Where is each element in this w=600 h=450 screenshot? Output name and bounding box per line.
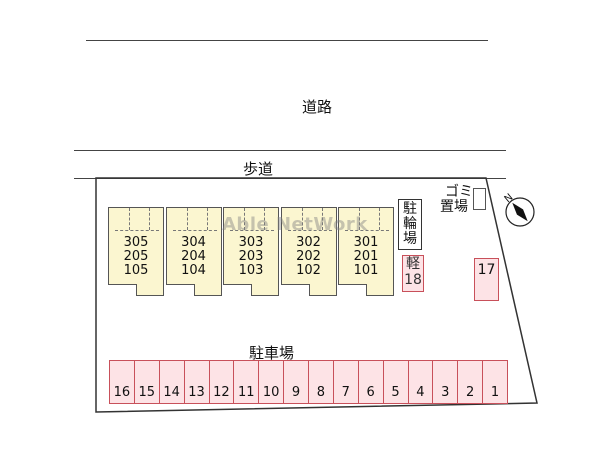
room-number: 303 (238, 235, 264, 250)
room-number: 101 (353, 263, 379, 278)
parking-slot: 10 (258, 360, 284, 404)
unit-partition (244, 208, 245, 230)
unit-partition (115, 230, 159, 231)
unit-partition (149, 208, 150, 230)
parking-slot: 7 (332, 360, 358, 404)
parking-slot: 16 (109, 360, 134, 404)
parking-slot-number: 14 (163, 385, 180, 400)
room-number: 203 (238, 249, 264, 264)
parking-slot-number: 16 (113, 385, 131, 400)
unit-entrance (280, 284, 310, 296)
unit-partition (172, 230, 217, 231)
unit-partition (287, 230, 332, 231)
garbage-box (473, 188, 486, 210)
unit-entrance (338, 284, 367, 296)
parking-slot: 6 (357, 360, 383, 404)
parking-slot: 13 (183, 360, 209, 404)
garbage-label-line2: 置場 (440, 199, 468, 215)
parking-slot-number: 13 (188, 385, 205, 400)
bicycle-parking: 駐 輪 場 (398, 199, 422, 250)
kei-parking-slot: 軽 18 (402, 255, 424, 292)
parking-slot-number: 9 (291, 385, 301, 400)
unit-partition (186, 208, 188, 230)
compass-icon: N (503, 192, 535, 227)
room-number: 302 (296, 235, 321, 250)
parking-slot: 12 (208, 360, 234, 404)
parking-slot: 8 (308, 360, 333, 404)
parking-slot-number: 4 (416, 385, 425, 400)
unit-partition (129, 208, 130, 230)
room-number: 104 (181, 263, 206, 278)
road-top-line (86, 40, 488, 41)
parking-label: 駐車場 (249, 344, 295, 362)
parking-slot-number: 8 (316, 385, 326, 400)
parking-slot-17-number: 17 (477, 262, 496, 278)
unit-partition (359, 208, 360, 230)
bicycle-parking-label-1: 駐 (403, 201, 417, 217)
parking-slot-number: 10 (262, 385, 280, 400)
room-number: 305 (123, 235, 149, 250)
parking-slot-number: 11 (238, 385, 255, 400)
sidewalk-top-line (74, 150, 506, 151)
parking-slot-number: 6 (366, 385, 375, 400)
unit-partition (379, 208, 380, 230)
room-number: 105 (123, 263, 149, 278)
parking-slot: 2 (457, 360, 483, 404)
parking-slot-number: 15 (138, 385, 156, 400)
parking-slot: 15 (133, 360, 159, 404)
room-number: 202 (296, 249, 321, 264)
parking-slot-number: 1 (490, 385, 500, 400)
parking-slot: 11 (233, 360, 259, 404)
garbage-label-line1: ゴミ (445, 184, 473, 200)
room-number: 301 (353, 235, 379, 250)
parking-slot: 3 (432, 360, 458, 404)
unit-partition (345, 230, 389, 231)
garbage-area-label: ゴミ 置場 (434, 185, 474, 215)
road-label: 道路 (302, 98, 333, 116)
room-number: 201 (353, 249, 379, 264)
unit-entrance (165, 284, 195, 296)
parking-slot-number: 12 (213, 385, 230, 400)
room-number: 205 (123, 249, 149, 264)
unit-partition (230, 230, 274, 231)
parking-slot: 9 (283, 360, 308, 404)
parking-slot: 4 (407, 360, 433, 404)
unit-entrance (108, 284, 137, 296)
unit-partition (264, 208, 265, 230)
kei-label: 軽 (406, 256, 420, 272)
unit-partition (321, 208, 323, 230)
parking-slot: 1 (482, 360, 508, 404)
parking-slot-17: 17 (474, 258, 499, 301)
sidewalk-label: 歩道 (243, 160, 274, 178)
room-number: 204 (181, 249, 206, 264)
bicycle-parking-label-3: 場 (403, 231, 417, 247)
parking-slot-number: 5 (391, 385, 400, 400)
room-number: 103 (238, 263, 264, 278)
unit-entrance (223, 284, 252, 296)
parking-slot: 5 (382, 360, 408, 404)
unit-partition (301, 208, 303, 230)
kei-number: 18 (404, 272, 422, 288)
bicycle-parking-label-2: 輪 (403, 216, 417, 232)
parking-slot-number: 2 (466, 385, 475, 400)
room-number: 304 (181, 235, 206, 250)
parking-slot-number: 7 (341, 385, 350, 400)
parking-slot-number: 3 (441, 385, 450, 400)
unit-partition (206, 208, 208, 230)
room-number: 102 (296, 263, 321, 278)
parking-slot: 14 (158, 360, 184, 404)
